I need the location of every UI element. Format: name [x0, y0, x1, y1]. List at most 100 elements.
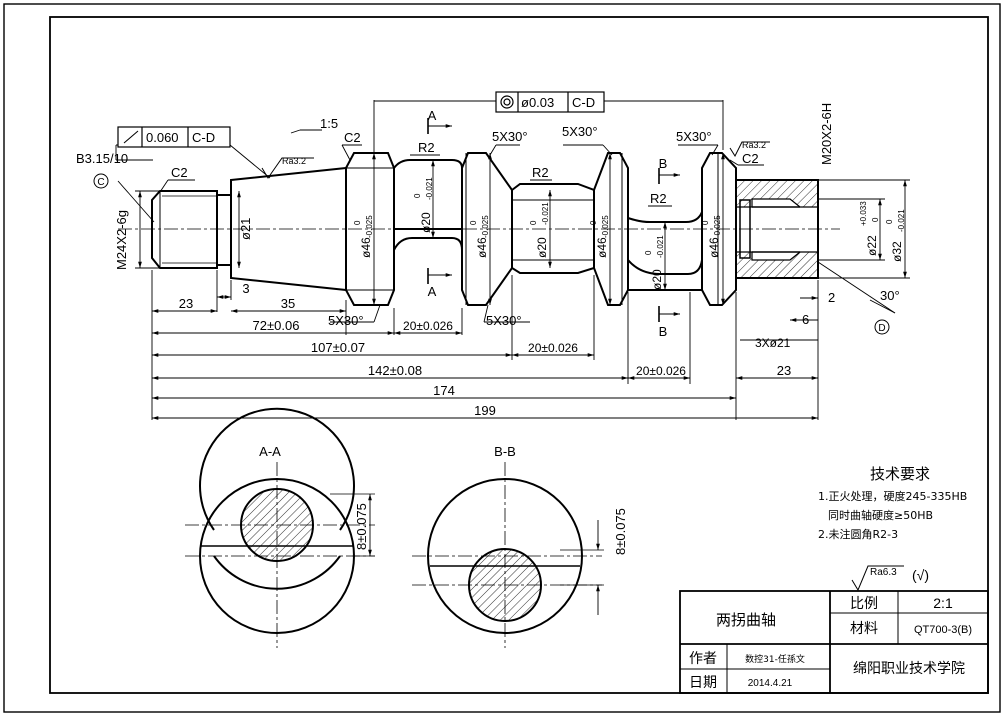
len-107: 107±0.07: [311, 340, 365, 355]
section-bb-title: B-B: [494, 444, 516, 459]
chamfer-5x30-4: 5X30°: [328, 313, 364, 328]
len-3: 3: [242, 281, 249, 296]
scale-value: 2:1: [933, 595, 953, 611]
thread-left-label: M24X2-6g: [114, 210, 129, 270]
section-bb-view: [412, 462, 604, 648]
runout-value: 0.060: [146, 130, 179, 145]
dia-46-tol-upper-3: 0: [589, 220, 598, 225]
dia-22-label: ø22: [865, 235, 879, 256]
coaxial-value: ø0.03: [521, 95, 554, 110]
tolerance-frames: [117, 91, 605, 148]
chamfer-5x30-3: 5X30°: [676, 129, 712, 144]
tech-req-item1-cont: 同时曲轴硬度≥50HB: [828, 508, 933, 522]
dia-22-tol-upper: +0.033: [859, 201, 868, 226]
dia-20-tol-upper-2: 0: [529, 220, 538, 225]
fillet-r2-1: R2: [418, 140, 435, 155]
material-label: 材料: [850, 621, 878, 637]
date-label: 日期: [689, 675, 717, 691]
cut-label-a-bottom: A: [428, 284, 437, 299]
angle-30: 30°: [880, 288, 900, 303]
institution: 绵阳职业技术学院: [853, 660, 965, 677]
general-roughness: Ra6.3: [870, 567, 897, 578]
coaxial-datum: C-D: [572, 95, 595, 110]
cut-label-b-top: B: [659, 156, 668, 171]
len-72: 72±0.06: [253, 318, 300, 333]
dia-21-label: ø21: [238, 218, 253, 240]
title-block: [679, 590, 989, 694]
dia-46-label-2: ø46: [475, 237, 489, 258]
center-hole-label: B3.15/10: [76, 151, 128, 166]
roughness-label-taper: Ra3.2: [282, 156, 306, 166]
chamfer-c2-right: C2: [742, 151, 759, 166]
len-23-right: 23: [777, 363, 791, 378]
dia-20-tol-upper-1: 0: [413, 193, 422, 198]
dia-32-tol-upper: 0: [885, 219, 894, 224]
author-label: 作者: [689, 651, 717, 667]
roughness-label-right: Ra3.2: [742, 140, 766, 150]
chamfer-5x30-2: 5X30°: [562, 124, 598, 139]
hole-3x21: 3Xø21: [755, 336, 791, 350]
outer-border: [3, 3, 1001, 713]
section-aa-title: A-A: [259, 444, 281, 459]
dia-20-tol-lower-3: -0.021: [656, 235, 665, 258]
len-199: 199: [474, 403, 496, 418]
len-20-3: 20±0.026: [636, 364, 686, 378]
roughness-symbols: [261, 141, 904, 592]
dia-46-label-1: ø46: [359, 237, 373, 258]
len-142: 142±0.08: [368, 363, 422, 378]
dia-46-label-3: ø46: [595, 237, 609, 258]
tech-req-item1: 1.正火处理，硬度245-335HB: [818, 489, 967, 503]
len-20-1: 20±0.026: [403, 319, 453, 333]
scale-label: 比例: [850, 596, 878, 612]
horizontal-dimensions: [151, 270, 819, 420]
offset-bb-label: 8±0.075: [613, 508, 628, 555]
upper-annotations: [115, 100, 896, 323]
fillet-r2-3: R2: [650, 191, 667, 206]
dia-22-tol-lower: 0: [871, 217, 880, 222]
dia-46-tol-upper-1: 0: [353, 220, 362, 225]
dia-20-label-1: ø20: [419, 212, 433, 233]
material-value: QT700-3(B): [914, 624, 972, 636]
datum-d: D: [878, 323, 885, 334]
dia-20-label-3: ø20: [650, 269, 664, 290]
offset-aa-label: 8±0.075: [354, 503, 369, 550]
internal-dimension-lines: [135, 153, 910, 305]
dia-46-tol-lower-4: -0.025: [713, 215, 722, 238]
cut-label-b-bottom: B: [659, 324, 668, 339]
len-174: 174: [433, 383, 455, 398]
general-roughness-note: (√): [912, 567, 929, 583]
inner-frame: [49, 16, 989, 694]
len-6: 6: [802, 312, 809, 327]
runout-datum: C-D: [192, 130, 215, 145]
tech-req-heading: 技术要求: [870, 465, 930, 483]
dia-32-tol-lower: -0.021: [897, 209, 906, 232]
dia-46-tol-upper-2: 0: [469, 220, 478, 225]
dia-20-tol-lower-2: -0.021: [541, 202, 550, 225]
chamfer-5x30-1: 5X30°: [492, 129, 528, 144]
right-end-section: [735, 179, 819, 279]
dia-46-tol-lower-1: -0.025: [365, 215, 374, 238]
section-aa-view: [185, 407, 375, 648]
dia-46-label-4: ø46: [707, 237, 721, 258]
date-value: 2014.4.21: [748, 678, 793, 689]
dia-32-label: ø32: [890, 241, 904, 262]
chamfer-5x30-5: 5X30°: [486, 313, 522, 328]
dia-46-tol-lower-3: -0.025: [601, 215, 610, 238]
shaft-main-view: [151, 152, 819, 306]
len-20-2: 20±0.026: [528, 341, 578, 355]
chamfer-c2-web: C2: [344, 130, 361, 145]
dia-46-tol-upper-4: 0: [701, 220, 710, 225]
taper-label: 1:5: [320, 116, 338, 131]
len-2: 2: [828, 290, 835, 305]
fillet-r2-2: R2: [532, 165, 549, 180]
datum-circles: [93, 173, 890, 335]
thread-right-label: M20X2-6H: [819, 103, 834, 165]
part-name: 两拐曲轴: [716, 611, 776, 629]
chamfer-c2-left: C2: [171, 165, 188, 180]
datum-c: C: [97, 177, 104, 188]
tech-req-item2: 2.未注圆角R2-3: [818, 527, 898, 541]
author-value: 数控31-任孫文: [745, 653, 805, 665]
len-35: 35: [281, 296, 295, 311]
len-23-left: 23: [179, 296, 193, 311]
